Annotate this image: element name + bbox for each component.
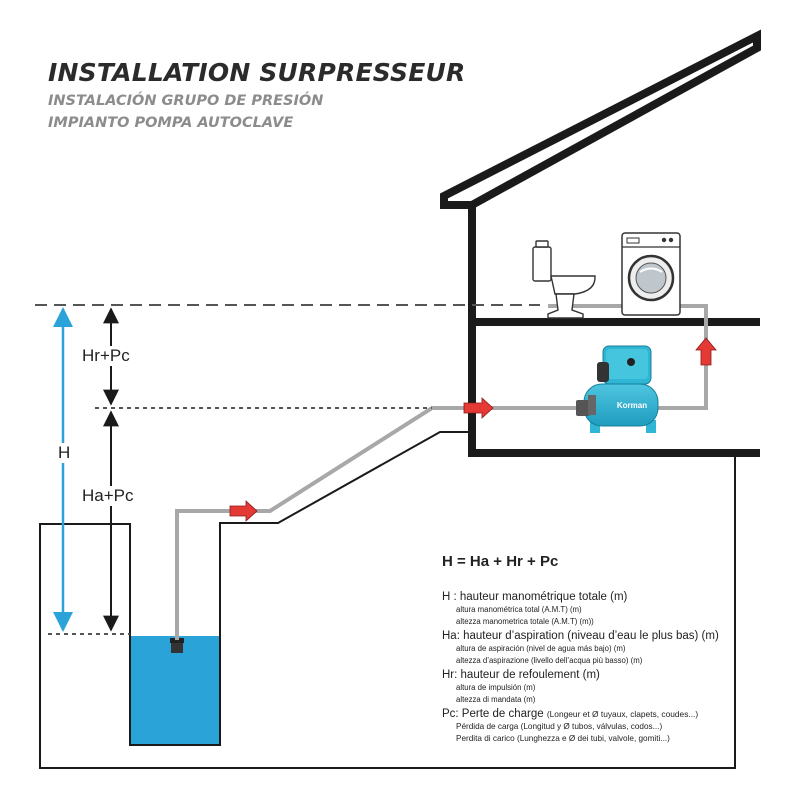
legend-main: Pc: Perte de charge (Longeur et Ø tuyaux… <box>442 707 782 721</box>
label-hr-pc: Hr+Pc <box>80 346 132 366</box>
legend-sub: Pérdida de carga (Longitud y Ø tubos, vá… <box>456 722 663 731</box>
legend-main: Ha: hauteur d’aspiration (niveau d’eau l… <box>442 630 719 642</box>
legend-item-pc: Pc: Perte de charge (Longeur et Ø tuyaux… <box>442 707 782 744</box>
flow-arrow-up <box>695 337 717 366</box>
legend-note: (Longeur et Ø tuyaux, clapets, coudes...… <box>546 709 699 719</box>
washing-machine-icon <box>621 232 681 316</box>
legend-sub: Perdita di carico (Lunghezza e Ø dei tub… <box>456 733 670 743</box>
legend-sub: altezza di mandata (m) <box>456 694 536 704</box>
legend-item-ha: Ha: hauteur d’aspiration (niveau d’eau l… <box>442 629 782 666</box>
pump-brand-label: Korman <box>617 401 647 410</box>
toilet-icon <box>532 240 596 319</box>
legend-item-hr: Hr: hauteur de refoulement (m) altura de… <box>442 668 782 705</box>
label-ha-pc: Ha+Pc <box>80 486 136 506</box>
flow-arrow-inlet <box>463 397 494 419</box>
legend-main-text: Pc: Perte de charge <box>442 708 544 720</box>
label-h: H <box>56 443 73 463</box>
title-fr: INSTALLATION SURPRESSEUR <box>48 58 466 87</box>
legend-sub: altura de aspiración (nivel de agua más … <box>456 644 626 653</box>
legend-sub: altezza d’aspirazione (livello dell’acqu… <box>456 655 643 665</box>
title-it: IMPIANTO POMPA AUTOCLAVE <box>48 115 294 131</box>
flow-arrow-suction <box>229 500 258 522</box>
legend: H = Ha + Hr + Pc H : hauteur manométriqu… <box>442 553 782 746</box>
house-roof <box>440 29 761 322</box>
legend-sub: altezza manometrica totale (A.M.T) (m)) <box>456 616 594 626</box>
legend-main: Hr: hauteur de refoulement (m) <box>442 669 600 681</box>
legend-item-h: H : hauteur manométrique totale (m) altu… <box>442 590 782 627</box>
legend-sub: altura manométrica total (A.M.T) (m) <box>456 605 582 614</box>
pump-icon: Korman <box>576 345 659 433</box>
legend-main: H : hauteur manométrique totale (m) <box>442 591 628 603</box>
water-body <box>131 636 219 744</box>
formula: H = Ha + Hr + Pc <box>442 553 559 570</box>
foot-valve-icon <box>170 638 184 653</box>
title-es: INSTALACIÓN GRUPO DE PRESIÓN <box>48 93 324 109</box>
legend-sub: altura de impulsión (m) <box>456 683 536 692</box>
